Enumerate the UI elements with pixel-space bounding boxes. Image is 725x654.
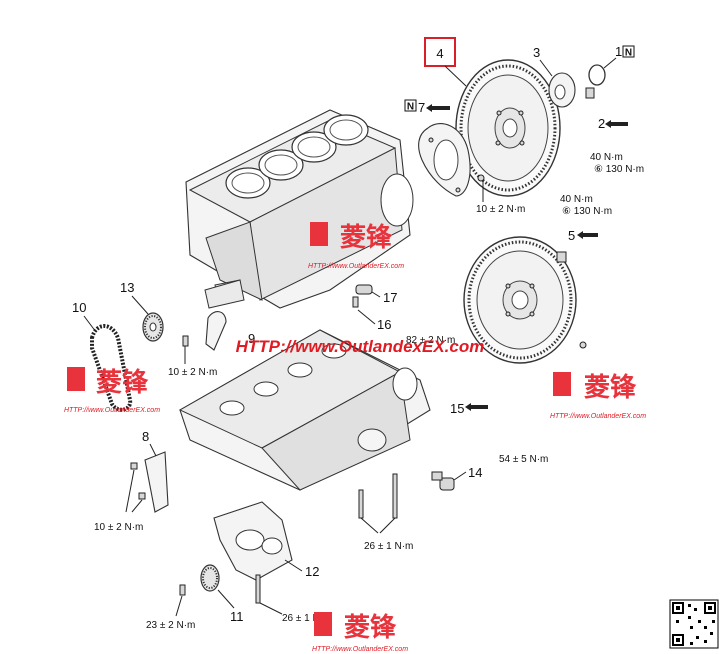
callout-12: 12 [305,564,319,579]
callout-10: 10 [72,300,86,315]
n-mark-7: N [407,102,414,113]
crank-sprocket-13 [142,312,164,342]
torque-54: 54 ± 5 N·m [499,454,548,465]
watermark-brand-bottom: 菱锋 HTTP://www.OutlanderEX.com [312,612,408,653]
svg-text:HTTP://www.OutlanderEX.com: HTTP://www.OutlanderEX.com [64,407,160,414]
qr-code [669,599,719,649]
torque-40-upper: 40 N·m [590,152,623,163]
n-mark-1-box [622,45,635,58]
watermark-url-main: HTTP://www.OutlandexEX.com [236,337,485,356]
callout-16: 16 [377,317,391,332]
torque-40-lower: 40 N·m [560,194,593,205]
svg-text:HTTP://www.OutlanderEX.com: HTTP://www.OutlanderEX.com [308,263,404,270]
watermark-brand-center: 菱锋 HTTP://www.OutlanderEX.com [308,222,404,270]
callout-13: 13 [120,280,134,295]
callout-3: 3 [533,45,540,60]
svg-text:菱锋: 菱锋 [584,372,637,402]
svg-text:菱锋: 菱锋 [344,612,397,642]
crankshaft-adapter-3 [548,72,576,108]
adapter-plate-7 [418,123,485,197]
flywheel-upper [455,59,561,197]
callout-17: 17 [383,290,397,305]
watermark-brand-right: 菱锋 HTTP://www.OutlanderEX.com [550,372,646,420]
flywheel-lower [463,236,577,364]
svg-text:HTTP://www.OutlanderEX.com: HTTP://www.OutlanderEX.com [312,646,408,653]
oil-pump-12 [213,501,293,581]
callout-2: 2 [598,116,605,131]
torque-10-tensioner: 10 ± 2 N·m [94,522,143,533]
svg-text:HTTP://www.OutlanderEX.com: HTTP://www.OutlanderEX.com [550,413,646,420]
torque-130-lower: ⑥ 130 N·m [562,206,612,217]
callout-7: 7 [418,100,425,115]
torque-10-plate: 10 ± 2 N·m [476,204,525,215]
tensioner-8 [144,451,169,513]
balancer-gear-11 [200,564,220,592]
torque-23: 23 ± 2 N·m [146,620,195,631]
callout-5: 5 [568,228,575,243]
oil-pressure-switch-14 [431,471,455,491]
svg-text:菱锋: 菱锋 [340,222,393,252]
n-mark-7-box [404,99,417,112]
callout-14: 14 [468,465,482,480]
callout-4-highlight-box [424,37,456,67]
timing-chain-10 [90,324,133,412]
lower-crankcase [178,329,431,491]
callout-8: 8 [142,429,149,444]
watermark-brand-left: 菱锋 HTTP://www.OutlanderEX.com [64,367,160,414]
callout-9: 9 [248,331,255,346]
torque-130-upper: ⑥ 130 N·m [594,164,644,175]
callout-11: 11 [230,609,244,624]
guide-9 [205,311,227,351]
callout-1: 1 [615,44,622,59]
torque-82: 82 ± 2 N·m [406,335,455,346]
callout-4: 4 [436,46,443,61]
n-mark-1: N [625,48,632,59]
torque-26-crankcase: 26 ± 1 N·m [364,541,413,552]
callout-15: 15 [450,401,464,416]
cylinder-block [185,109,414,309]
o-ring-1 [588,64,606,86]
torque-10-guide: 10 ± 2 N·m [168,367,217,378]
torque-26-pump: 26 ± 1 N·m [282,613,331,624]
svg-text:菱锋: 菱锋 [96,367,149,397]
